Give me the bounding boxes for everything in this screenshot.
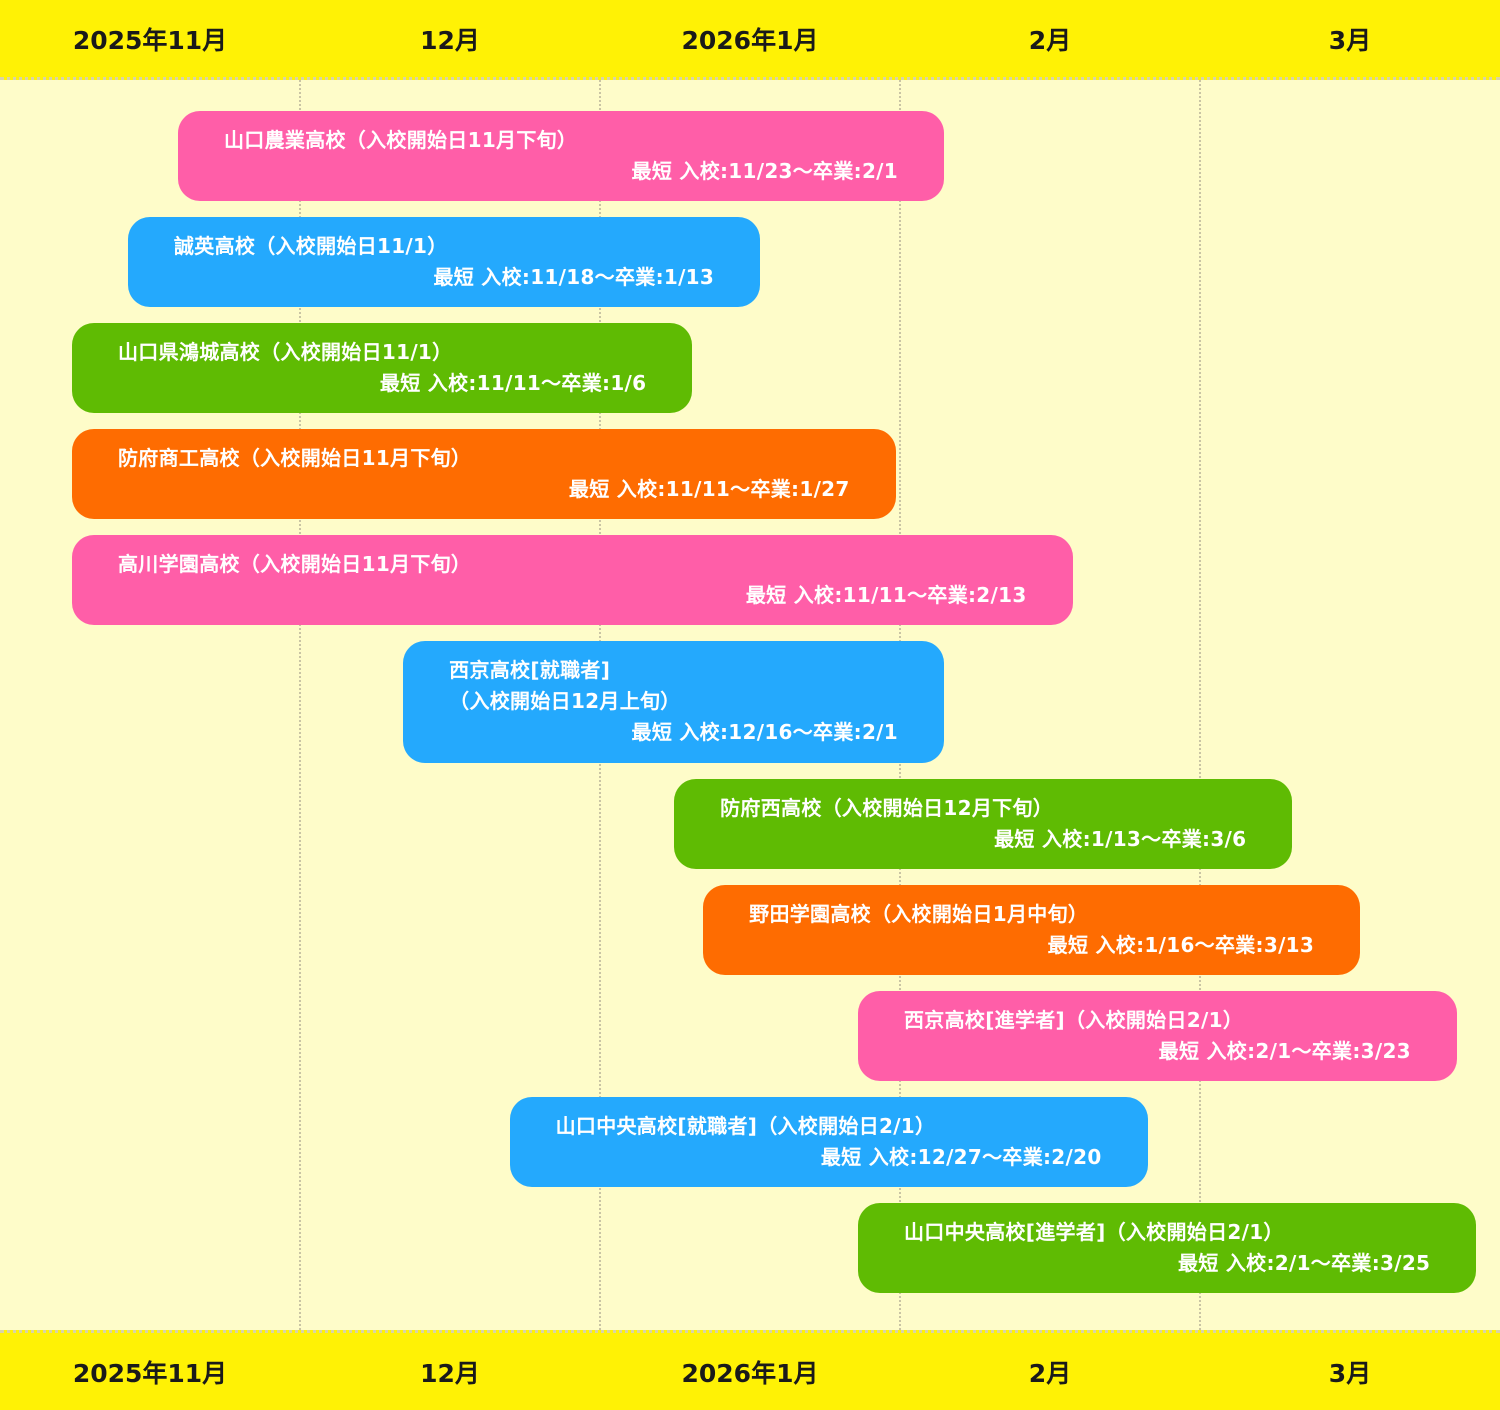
month-label: 2026年1月 (681, 25, 819, 55)
month-label: 12月 (420, 1358, 480, 1388)
task-info: 最短 入校:11/23〜卒業:2/1 (631, 159, 898, 183)
task-info: 最短 入校:2/1〜卒業:3/25 (1178, 1251, 1431, 1275)
task-bar: 西京高校[進学者]（入校開始日2/1） 最短 入校:2/1〜卒業:3/23 (858, 991, 1457, 1081)
task-bar: 高川学園高校（入校開始日11月下旬） 最短 入校:11/11〜卒業:2/13 (72, 535, 1073, 625)
month-label: 3月 (1328, 25, 1372, 55)
task-info: 最短 入校:2/1〜卒業:3/23 (1158, 1039, 1411, 1063)
task-info: 最短 入校:11/11〜卒業:1/6 (379, 371, 647, 395)
task-title: 山口中央高校[就職者]（入校開始日2/1） (555, 1114, 936, 1138)
task-bar: 山口中央高校[就職者]（入校開始日2/1） 最短 入校:12/27〜卒業:2/20 (509, 1097, 1148, 1187)
task-bar: 誠英高校（入校開始日11/1） 最短 入校:11/18〜卒業:1/13 (128, 217, 761, 307)
gridline (299, 0, 301, 1410)
task-title: 西京高校[就職者] (449, 658, 611, 682)
month-label: 2月 (1028, 1358, 1072, 1388)
month-label: 2月 (1028, 25, 1072, 55)
task-title: 山口農業高校（入校開始日11月下旬） (224, 128, 578, 152)
task-title: 防府西高校（入校開始日12月下旬） (720, 796, 1054, 820)
task-title: 防府商工高校（入校開始日11月下旬） (118, 446, 472, 470)
task-info: 最短 入校:11/11〜卒業:2/13 (745, 583, 1027, 607)
gridline (1199, 0, 1201, 1410)
task-title: 誠英高校（入校開始日11/1） (174, 234, 448, 258)
task-title: 高川学園高校（入校開始日11月下旬） (118, 552, 472, 576)
task-title: 山口県鴻城高校（入校開始日11/1） (118, 340, 453, 364)
task-title: 野田学園高校（入校開始日1月中旬） (749, 902, 1089, 926)
task-bar: 山口農業高校（入校開始日11月下旬） 最短 入校:11/23〜卒業:2/1 (178, 111, 944, 201)
task-bar: 防府西高校（入校開始日12月下旬） 最短 入校:1/13〜卒業:3/6 (674, 779, 1293, 869)
month-label: 2026年1月 (681, 1358, 819, 1388)
month-label: 12月 (420, 25, 480, 55)
month-header-top: 2025年11月 12月 2026年1月 2月 3月 (0, 0, 1500, 80)
task-bar: 山口県鴻城高校（入校開始日11/1） 最短 入校:11/11〜卒業:1/6 (72, 323, 693, 413)
task-bar: 防府商工高校（入校開始日11月下旬） 最短 入校:11/11〜卒業:1/27 (72, 429, 896, 519)
task-info: 最短 入校:1/16〜卒業:3/13 (1047, 933, 1315, 957)
month-header-bottom: 2025年11月 12月 2026年1月 2月 3月 (0, 1330, 1500, 1410)
month-label: 2025年11月 (72, 1358, 228, 1388)
task-bar: 西京高校[就職者] （入校開始日12月上旬） 最短 入校:12/16〜卒業:2/1 (403, 641, 944, 763)
task-info: 最短 入校:12/27〜卒業:2/20 (820, 1145, 1102, 1169)
month-label: 2025年11月 (72, 25, 228, 55)
task-bar: 山口中央高校[進学者]（入校開始日2/1） 最短 入校:2/1〜卒業:3/25 (858, 1203, 1477, 1293)
task-info: 最短 入校:1/13〜卒業:3/6 (994, 827, 1247, 851)
task-info: 最短 入校:12/16〜卒業:2/1 (631, 720, 898, 744)
task-subtitle: （入校開始日12月上旬） (449, 689, 681, 713)
task-info: 最短 入校:11/18〜卒業:1/13 (433, 265, 715, 289)
task-bar: 野田学園高校（入校開始日1月中旬） 最短 入校:1/16〜卒業:3/13 (703, 885, 1361, 975)
month-label: 3月 (1328, 1358, 1372, 1388)
task-title: 西京高校[進学者]（入校開始日2/1） (904, 1008, 1244, 1032)
task-info: 最短 入校:11/11〜卒業:1/27 (568, 477, 850, 501)
task-title: 山口中央高校[進学者]（入校開始日2/1） (904, 1220, 1284, 1244)
